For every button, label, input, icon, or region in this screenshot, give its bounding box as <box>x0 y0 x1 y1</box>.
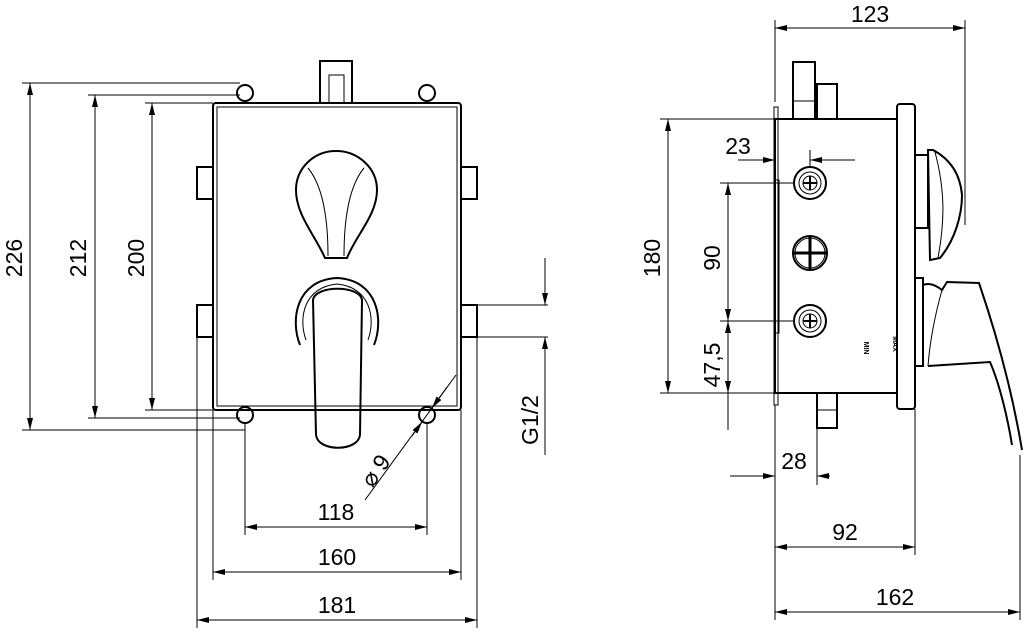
front-view: 226 212 200 118 160 181 G1/2 ⌀ 9 <box>1 60 548 628</box>
dim-box-width: 160 <box>318 544 356 570</box>
dim-thread: G1/2 <box>517 395 543 445</box>
top-connectors <box>792 61 838 120</box>
screw-port-icon <box>793 304 827 338</box>
side-view: MIN MAX 123 23 1 <box>639 1 1023 620</box>
dim-port-offset: 23 <box>725 133 751 159</box>
mixer-lever <box>294 276 380 449</box>
mounting-box <box>212 102 462 411</box>
dim-overall-height: 226 <box>1 239 27 277</box>
diverter-knob <box>294 149 379 259</box>
bottom-connector <box>816 392 838 429</box>
top-connector <box>319 60 353 104</box>
front-dimensions <box>22 82 548 628</box>
screw-port-icon <box>793 166 827 200</box>
dim-overall-depth: 162 <box>876 584 914 610</box>
side-lever <box>914 277 1023 451</box>
dim-port-bottom: 47,5 <box>699 343 725 388</box>
cross-port-icon <box>792 235 828 271</box>
dim-hole-diameter: ⌀ 9 <box>355 449 395 491</box>
side-knob <box>914 149 964 262</box>
max-marking: MAX <box>891 336 898 352</box>
dim-connector-offset: 28 <box>781 448 807 474</box>
dim-body-height: 180 <box>639 239 665 277</box>
dim-port-spacing: 90 <box>699 245 725 271</box>
side-tabs <box>196 166 478 338</box>
dim-body-depth: 92 <box>832 519 858 545</box>
side-dimensions <box>660 20 1021 620</box>
dim-side-overall-top: 123 <box>851 1 889 27</box>
min-marking: MIN <box>862 342 869 355</box>
pipe-outlet <box>477 304 548 338</box>
dim-lug-height: 212 <box>65 239 91 277</box>
dim-box-height: 200 <box>123 239 149 277</box>
ports <box>792 166 828 338</box>
lug-hole-icon <box>236 84 254 102</box>
dim-overall-width: 181 <box>318 592 356 618</box>
dim-lug-width: 118 <box>318 499 355 525</box>
lug-hole-icon <box>418 84 436 102</box>
cover-plate <box>896 103 916 410</box>
mounting-lugs <box>236 84 436 424</box>
